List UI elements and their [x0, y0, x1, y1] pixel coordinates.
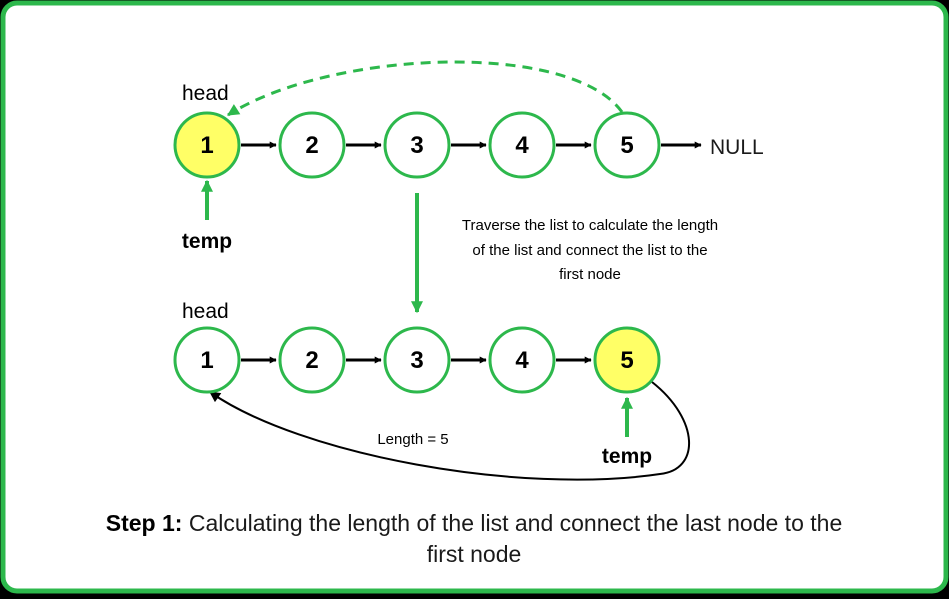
top-node-2: 2 — [278, 111, 346, 179]
caption-line-2: first node — [427, 541, 522, 567]
top-node-1: 1 — [173, 111, 241, 179]
top-node-5: 5 — [593, 111, 661, 179]
bottom-linked-list: head 1 2 3 4 5 Length = 5 temp — [173, 300, 691, 481]
top-linked-list: head 1 2 3 4 5 NULL — [173, 60, 764, 253]
bottom-node-2: 2 — [278, 326, 346, 394]
bottom-node-5-label: 5 — [620, 347, 633, 374]
length-label: Length = 5 — [377, 431, 448, 448]
bottom-node-5: 5 — [593, 326, 661, 394]
top-temp-label: temp — [182, 230, 232, 253]
top-node-2-label: 2 — [305, 132, 318, 159]
bottom-circular-link — [209, 381, 691, 481]
top-node-4-label: 4 — [515, 132, 529, 159]
caption-step-label: Step 1: — [106, 510, 183, 536]
transition-note: Traverse the list to calculate the lengt… — [462, 217, 718, 283]
caption-line-1-text: Calculating the length of the list and c… — [182, 510, 842, 536]
top-node-5-label: 5 — [620, 132, 633, 159]
top-dashed-back-link — [226, 60, 624, 117]
caption: Step 1: Calculating the length of the li… — [106, 510, 842, 567]
top-head-label: head — [182, 82, 229, 105]
top-node-3-label: 3 — [410, 132, 423, 159]
transition-note-line-2: of the list and connect the list to the — [472, 242, 707, 259]
bottom-node-3-label: 3 — [410, 347, 423, 374]
bottom-node-1-label: 1 — [200, 347, 213, 374]
bottom-node-2-label: 2 — [305, 347, 318, 374]
bottom-node-4: 4 — [488, 326, 556, 394]
bottom-node-1: 1 — [173, 326, 241, 394]
top-node-1-label: 1 — [200, 132, 213, 159]
caption-line-1: Step 1: Calculating the length of the li… — [106, 510, 842, 536]
bottom-node-3: 3 — [383, 326, 451, 394]
bottom-head-label: head — [182, 300, 229, 323]
transition-note-line-1: Traverse the list to calculate the lengt… — [462, 217, 718, 234]
bottom-temp-label: temp — [602, 445, 652, 468]
top-node-4: 4 — [488, 111, 556, 179]
top-node-3: 3 — [383, 111, 451, 179]
transition-note-line-3: first node — [559, 266, 621, 283]
bottom-node-4-label: 4 — [515, 347, 529, 374]
top-null-label: NULL — [710, 136, 764, 159]
